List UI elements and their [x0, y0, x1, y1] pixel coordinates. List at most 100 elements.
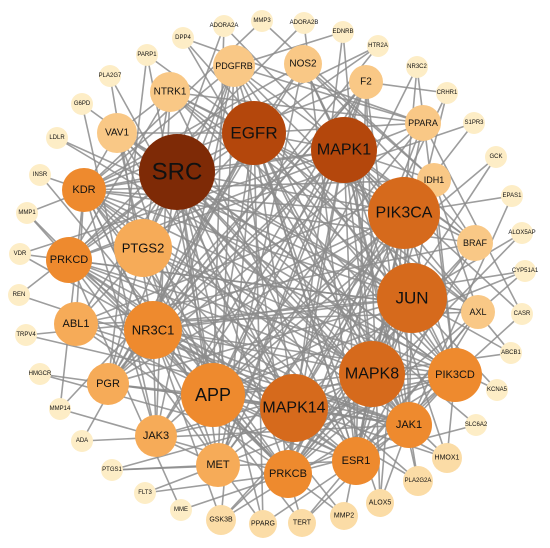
- node-label-trpv4: TRPV4: [16, 332, 36, 338]
- node-label-pla2g2a: PLA2G2A: [405, 478, 432, 484]
- node-label-ptgs2: PTGS2: [122, 241, 165, 256]
- edge-alox5ap-prkcb: [287, 232, 523, 475]
- edge-epas1-jak1: [408, 195, 513, 426]
- node-label-app: APP: [195, 385, 231, 405]
- node-label-pgr: PGR: [96, 378, 120, 390]
- node-label-ntrk1: NTRK1: [154, 87, 187, 98]
- node-label-ldlr: LDLR: [49, 135, 65, 141]
- node-circle-slc6a2: [465, 414, 487, 436]
- node-label-flt3: FLT3: [138, 490, 152, 496]
- node-circle-epas1: [501, 185, 523, 207]
- node-circle-vdr: [9, 243, 31, 265]
- node-label-pla2g7: PLA2G7: [99, 73, 122, 79]
- node-label-mapk1: MAPK1: [317, 142, 371, 159]
- node-circle-flt3: [134, 482, 156, 504]
- node-label-gck: GCK: [489, 154, 502, 160]
- node-circle-dpp4: [172, 27, 194, 49]
- node-pik3ca: PIK3CA: [368, 177, 440, 249]
- edge-ldlr-pik3cd: [56, 137, 456, 376]
- node-circle-abl1: [54, 302, 98, 346]
- edge-gsk3b-mapk8: [220, 373, 373, 521]
- edge-g6pd-pik3cd: [81, 103, 456, 376]
- node-parp1: PARP1: [136, 44, 158, 66]
- node-adora2b: ADORA2B: [290, 12, 319, 34]
- node-flt3: FLT3: [134, 482, 156, 504]
- node-circle-hmox1: [432, 443, 462, 473]
- node-label-nr3c1: NR3C1: [132, 323, 175, 338]
- edge-prkcb-slc6a2: [287, 424, 477, 475]
- node-label-slc6a2: SLC6A2: [465, 422, 488, 428]
- node-label-vdr: VDR: [14, 251, 27, 257]
- node-circle-axl: [461, 295, 495, 329]
- node-ednrb: EDNRB: [332, 21, 354, 43]
- node-label-tert: TERT: [293, 520, 312, 527]
- node-circle-gck: [485, 146, 507, 168]
- node-circle-esr1: [332, 437, 380, 485]
- node-nr3c1: NR3C1: [124, 301, 182, 359]
- node-ptgs1: PTGS1: [101, 459, 123, 481]
- node-alox5ap: ALOX5AP: [508, 222, 536, 244]
- node-label-jak1: JAK1: [396, 419, 422, 431]
- node-prkcd: PRKCD: [46, 237, 92, 283]
- edge-mapk1-mapk8: [343, 149, 373, 375]
- node-label-kdr: KDR: [72, 184, 95, 196]
- edge-kdr-nos2: [83, 63, 304, 191]
- node-circle-mmp3: [251, 10, 273, 32]
- node-circle-casr: [511, 303, 533, 325]
- node-label-ednrb: EDNRB: [332, 29, 353, 35]
- edge-g6pd-jak3: [81, 103, 157, 437]
- node-hmgcr: HMGCR: [29, 363, 52, 385]
- node-label-esr1: ESR1: [342, 455, 371, 467]
- node-circle-pik3cd: [428, 348, 482, 402]
- node-label-egfr: EGFR: [230, 124, 277, 143]
- edge-ntrk1-ppara: [169, 91, 424, 124]
- node-pdgfrb: PDGFRB: [213, 45, 255, 87]
- node-ada: ADA: [71, 430, 93, 452]
- node-mmp14: MMP14: [49, 398, 71, 420]
- node-circle-egfr: [222, 101, 286, 165]
- node-pla2g7: PLA2G7: [99, 65, 122, 87]
- node-ren: REN: [8, 284, 30, 306]
- node-circle-cyp51a1: [514, 260, 536, 282]
- node-f2: F2: [349, 65, 383, 99]
- edge-adora2a-pik3ca: [223, 25, 405, 214]
- edge-slc6a2-src: [176, 171, 477, 426]
- node-pparg: PPARG: [249, 510, 277, 538]
- node-s1pr3: S1PR3: [463, 112, 485, 134]
- node-egfr: EGFR: [222, 101, 286, 165]
- node-circle-trpv4: [15, 324, 37, 346]
- node-pik3cd: PIK3CD: [428, 348, 482, 402]
- node-label-prkcb: PRKCB: [269, 468, 307, 480]
- node-label-g6pd: G6PD: [74, 101, 91, 107]
- node-label-pik3cd: PIK3CD: [435, 369, 475, 381]
- node-abl1: ABL1: [54, 302, 98, 346]
- node-jun: JUN: [377, 263, 447, 333]
- node-nr3c2: NR3C2: [406, 56, 428, 78]
- node-axl: AXL: [461, 295, 495, 329]
- node-mme: MME: [170, 499, 192, 521]
- node-label-adora2b: ADORA2B: [290, 20, 319, 26]
- node-label-dpp4: DPP4: [175, 35, 191, 41]
- node-vdr: VDR: [9, 243, 31, 265]
- node-circle-prkcd: [46, 237, 92, 283]
- edge-crhr1-mapk14: [293, 92, 448, 409]
- node-label-htr2a: HTR2A: [368, 43, 388, 49]
- node-label-crhr1: CRHR1: [437, 90, 458, 96]
- edge-kdr-mmp14: [59, 189, 85, 410]
- node-circle-ptgs2: [114, 219, 172, 277]
- node-label-mmp1: MMP1: [18, 210, 36, 216]
- node-circle-nos2: [284, 45, 322, 83]
- node-prkcb: PRKCB: [264, 450, 312, 498]
- node-circle-jun: [377, 263, 447, 333]
- node-label-ppara: PPARA: [408, 118, 438, 128]
- node-circle-mmp14: [49, 398, 71, 420]
- node-label-vav1: VAV1: [105, 128, 130, 139]
- node-circle-parp1: [136, 44, 158, 66]
- node-circle-kcna5: [486, 379, 508, 401]
- edge-pik3cd-tert: [301, 374, 456, 524]
- edge-app-parp1: [146, 54, 214, 396]
- node-vav1: VAV1: [97, 113, 137, 153]
- node-circle-s1pr3: [463, 112, 485, 134]
